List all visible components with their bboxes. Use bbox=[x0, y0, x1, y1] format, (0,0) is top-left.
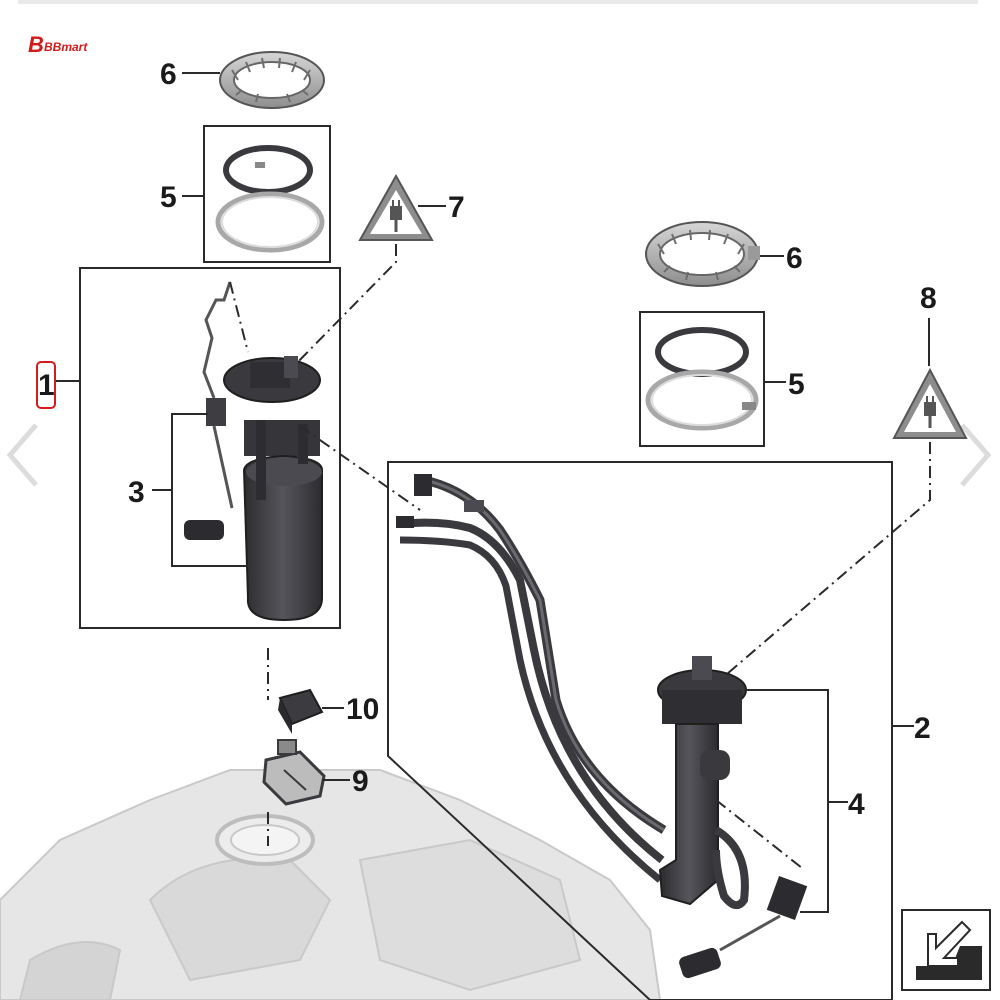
top-edge-bar bbox=[18, 0, 978, 4]
gallery-next-button[interactable] bbox=[960, 423, 992, 487]
dash-8-to-pump bbox=[719, 442, 931, 681]
callout-9: 9 bbox=[352, 765, 369, 798]
callout-5-left: 5 bbox=[160, 181, 177, 214]
gasket-box-left bbox=[203, 125, 331, 263]
chevron-right-icon bbox=[960, 423, 992, 487]
callout-3: 3 bbox=[128, 476, 145, 509]
brand-logo: B BBmart bbox=[28, 32, 88, 57]
chevron-left-icon bbox=[6, 423, 38, 487]
fuel-pump-module-left bbox=[184, 281, 323, 622]
pump-hose-box bbox=[387, 461, 893, 1000]
adapter-plate bbox=[262, 739, 326, 806]
bracket-3 bbox=[171, 413, 248, 567]
dash-pump-to-hose bbox=[299, 425, 421, 511]
gallery-prev-button[interactable] bbox=[6, 423, 38, 487]
callout-8: 8 bbox=[920, 282, 937, 315]
callout-2: 2 bbox=[914, 712, 931, 745]
fuel-lines-and-pump-right bbox=[396, 474, 808, 979]
callout-4: 4 bbox=[848, 788, 865, 821]
view-direction-button[interactable] bbox=[901, 909, 991, 991]
callout-10: 10 bbox=[346, 693, 379, 726]
callout-1-highlight bbox=[36, 361, 56, 409]
callout-1: 1 bbox=[38, 369, 55, 402]
dash-7-to-pump bbox=[289, 244, 397, 371]
brand-logo-text: BBmart bbox=[44, 40, 88, 54]
locking-ring-right bbox=[645, 221, 760, 287]
fuel-tank-ghost bbox=[0, 769, 662, 1000]
gasket-box-right bbox=[639, 311, 765, 447]
callout-5-right: 5 bbox=[788, 368, 805, 401]
gasket-set-right bbox=[645, 327, 759, 431]
pump-unit-box bbox=[79, 267, 341, 629]
callout-6-right: 6 bbox=[786, 242, 803, 275]
callout-6-left: 6 bbox=[160, 58, 177, 91]
plug-warning-triangle-icon bbox=[358, 173, 434, 241]
connector-cover bbox=[278, 688, 324, 734]
locking-ring-left bbox=[219, 51, 325, 109]
callout-7: 7 bbox=[448, 191, 465, 224]
gasket-set-left bbox=[215, 145, 325, 253]
brand-logo-mark: B bbox=[28, 32, 44, 57]
arrow-down-left-icon bbox=[916, 920, 982, 980]
plug-warning-triangle-icon bbox=[892, 367, 968, 439]
